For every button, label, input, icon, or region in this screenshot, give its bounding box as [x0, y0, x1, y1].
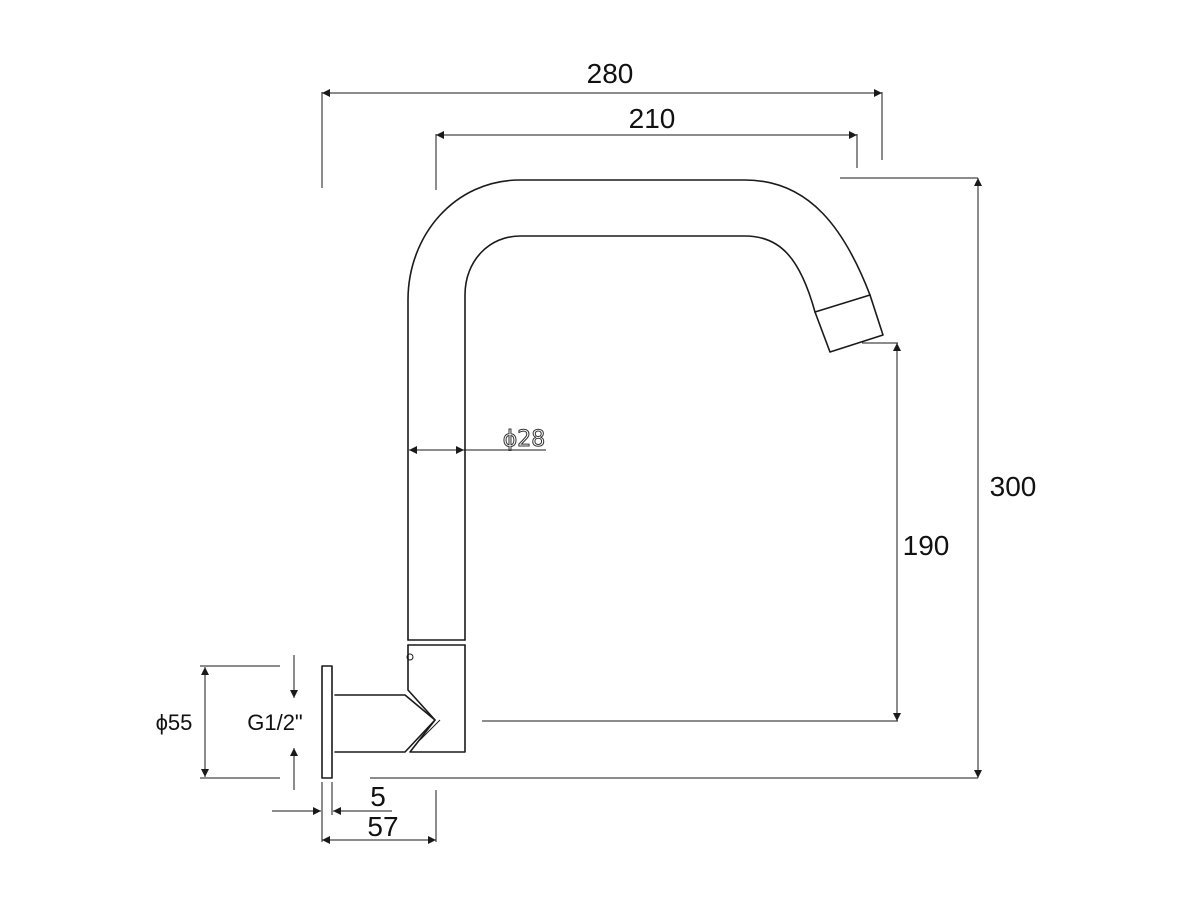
dimension-base-length: 57 [322, 790, 437, 844]
dimension-overall-width: 280 [321, 58, 883, 188]
dimension-pipe-diameter: ϕ28 [409, 427, 546, 454]
dimension-total-height: 300 [370, 177, 1037, 779]
dimension-spout-height: 190 [482, 342, 950, 722]
spout-outer-edge [407, 179, 871, 641]
dimension-flange-diameter: ϕ55 [156, 665, 280, 779]
dim-55-label: ϕ55 [156, 710, 193, 735]
dim-280-label: 280 [587, 58, 634, 89]
dim-190-label: 190 [903, 530, 950, 561]
dimension-inner-width: 210 [435, 103, 858, 190]
aerator-nozzle [814, 294, 884, 353]
dimension-thread: G1/2" [247, 655, 303, 790]
grub-screw [406, 653, 414, 661]
wall-flange [321, 665, 333, 779]
dim-28-label: ϕ28 [503, 427, 546, 452]
dimension-flange-thickness: 5 [272, 781, 392, 842]
spout-inner-edge [464, 235, 816, 641]
dim-57-label: 57 [367, 811, 398, 842]
elbow-joint [334, 694, 436, 753]
faucet-outline [321, 179, 884, 779]
dim-300-label: 300 [990, 471, 1037, 502]
dim-210-label: 210 [629, 103, 676, 134]
dim-5-label: 5 [370, 781, 386, 812]
elbow-detail [419, 719, 441, 741]
thread-label: G1/2" [247, 710, 303, 735]
lower-body [407, 644, 466, 753]
